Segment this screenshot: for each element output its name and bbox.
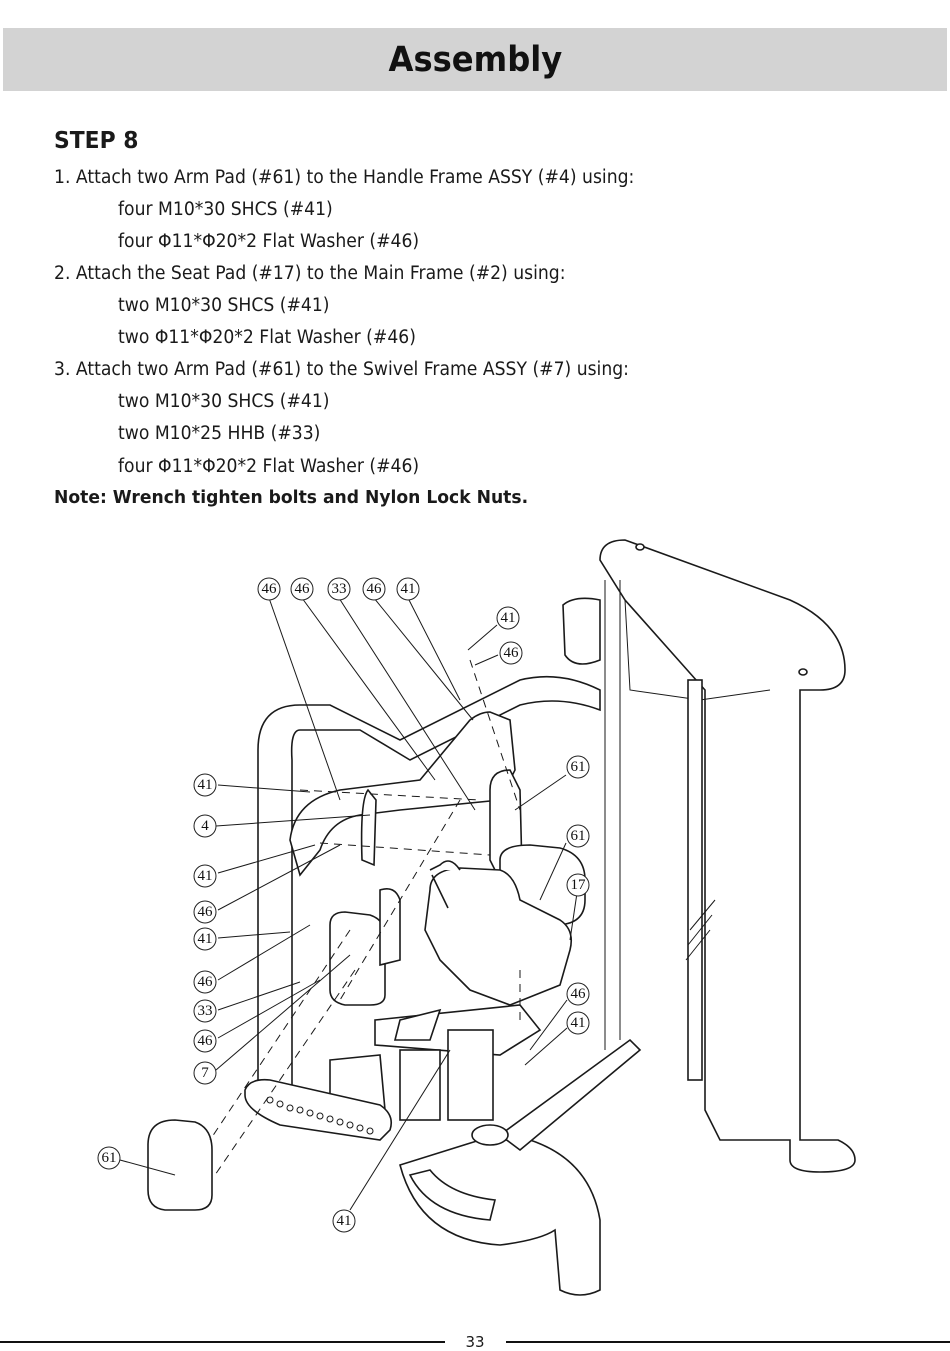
alignment-lines (209, 659, 521, 1176)
callout-46: 46 (257, 577, 281, 601)
svg-text:41: 41 (198, 777, 213, 793)
section-title: Assembly (388, 39, 562, 80)
svg-text:41: 41 (571, 1015, 586, 1031)
svg-text:46: 46 (262, 581, 278, 597)
instruction-2-item: two Φ11*Φ20*2 Flat Washer (#46) (118, 327, 416, 348)
callouts-top: 46 46 33 46 41 (257, 577, 420, 601)
leader-lines (119, 597, 578, 1211)
callouts-right: 61 61 17 46 41 (566, 755, 590, 1035)
callout-46: 46 (193, 970, 217, 994)
callout-41: 41 (396, 577, 420, 601)
svg-text:46: 46 (504, 645, 520, 661)
instruction-1-item: four M10*30 SHCS (#41) (118, 199, 333, 220)
callout-41: 41 (193, 927, 217, 951)
svg-text:46: 46 (198, 904, 214, 920)
svg-text:46: 46 (198, 1033, 214, 1049)
main-frame-tower (562, 539, 856, 1173)
footer-rule-right (506, 1341, 950, 1343)
svg-text:41: 41 (337, 1213, 352, 1229)
svg-text:41: 41 (198, 868, 213, 884)
callout-41: 41 (496, 606, 520, 630)
exploded-assembly-diagram: 46 46 33 46 41 41 46 61 61 17 46 41 41 4… (97, 539, 856, 1296)
assembly-note: Note: Wrench tighten bolts and Nylon Loc… (54, 488, 529, 508)
footer-rule-left (0, 1341, 445, 1343)
instruction-2-item: two M10*30 SHCS (#41) (118, 295, 330, 316)
svg-text:46: 46 (198, 974, 214, 990)
svg-text:17: 17 (571, 877, 587, 893)
instruction-3-item: two M10*30 SHCS (#41) (118, 391, 330, 412)
foot-plate-dots (266, 1096, 374, 1135)
section-header: Assembly (3, 28, 947, 91)
callout-46: 46 (193, 1029, 217, 1053)
callout-46: 46 (193, 900, 217, 924)
callout-bottom-41: 41 (332, 1209, 356, 1233)
callout-46: 46 (290, 577, 314, 601)
swivel-arm-pad (329, 887, 401, 1006)
callout-33: 33 (327, 577, 351, 601)
svg-text:46: 46 (571, 986, 587, 1002)
callout-7: 7 (193, 1061, 217, 1085)
svg-text:41: 41 (501, 610, 516, 626)
callout-41: 41 (566, 1011, 590, 1035)
svg-text:33: 33 (332, 581, 347, 597)
base-frame (399, 1038, 642, 1296)
instruction-3-item: two M10*25 HHB (#33) (118, 423, 321, 444)
instruction-3: 3. Attach two Arm Pad (#61) to the Swive… (54, 359, 629, 380)
callout-46: 46 (362, 577, 386, 601)
callout-41: 41 (193, 773, 217, 797)
svg-text:7: 7 (201, 1065, 209, 1081)
step-title: STEP 8 (54, 128, 139, 154)
svg-text:61: 61 (571, 828, 586, 844)
callout-4: 4 (193, 814, 217, 838)
instruction-3-item: four Φ11*Φ20*2 Flat Washer (#46) (118, 456, 420, 477)
instruction-2: 2. Attach the Seat Pad (#17) to the Main… (54, 263, 566, 284)
callout-61: 61 (566, 755, 590, 779)
svg-text:46: 46 (295, 581, 311, 597)
arm-pad-lower-left (147, 1119, 213, 1211)
instruction-1: 1. Attach two Arm Pad (#61) to the Handl… (54, 167, 635, 188)
callouts-upper-right: 41 46 (496, 606, 523, 665)
svg-text:61: 61 (571, 759, 586, 775)
callout-33: 33 (193, 999, 217, 1023)
callout-41: 41 (193, 864, 217, 888)
svg-text:4: 4 (201, 818, 209, 834)
seat-pad (424, 860, 573, 1006)
svg-text:61: 61 (102, 1150, 117, 1166)
callouts-left: 41 4 41 46 41 46 33 46 7 (193, 773, 217, 1085)
svg-text:41: 41 (198, 931, 213, 947)
handle-frame-assy (289, 711, 516, 877)
svg-text:33: 33 (198, 1003, 213, 1019)
instruction-1-item: four Φ11*Φ20*2 Flat Washer (#46) (118, 231, 420, 252)
svg-text:46: 46 (367, 581, 383, 597)
callout-bottom-left-61: 61 (97, 1146, 121, 1170)
callout-46: 46 (566, 982, 590, 1006)
seat-support-frame (329, 1004, 542, 1121)
swivel-frame-arch (257, 675, 601, 1101)
callout-17: 17 (566, 873, 590, 897)
callout-46: 46 (499, 641, 523, 665)
callout-61: 61 (566, 824, 590, 848)
foot-plate (244, 1078, 393, 1141)
svg-text:41: 41 (401, 581, 416, 597)
